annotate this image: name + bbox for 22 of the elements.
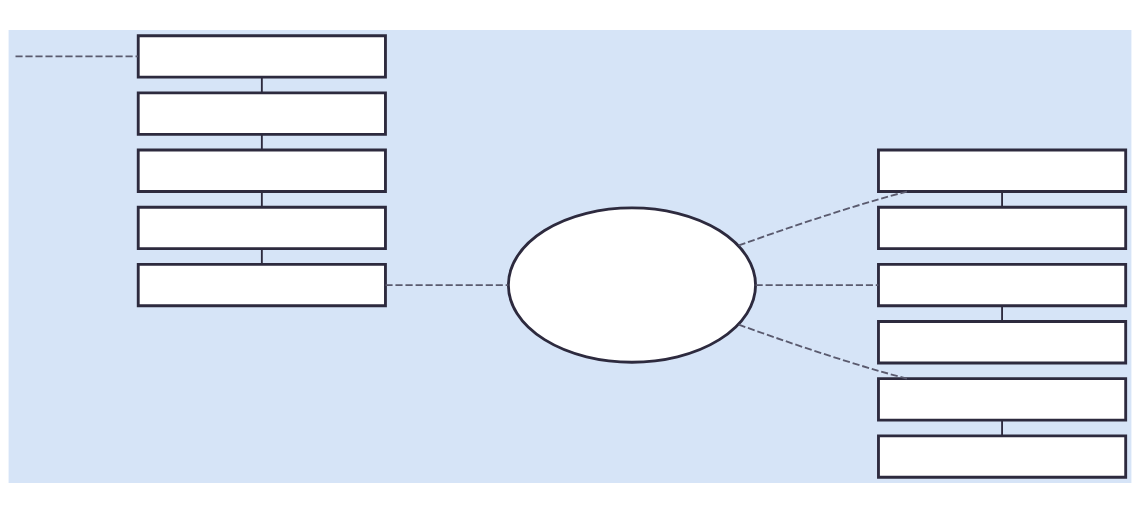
node-box: [877, 434, 1128, 479]
connector: [754, 284, 880, 286]
connector: [1001, 190, 1003, 208]
connector: [260, 76, 263, 94]
connector: [14, 55, 139, 58]
connector: [1001, 419, 1003, 437]
node-box: [877, 377, 1128, 422]
node-box: [877, 148, 1128, 193]
node-box: [877, 320, 1128, 365]
connector: [260, 190, 263, 208]
connector: [260, 247, 263, 265]
node-cloud: [506, 206, 757, 364]
node-box: [136, 91, 387, 136]
node-box: [136, 205, 387, 251]
node-box: [877, 205, 1128, 251]
node-box: [136, 262, 387, 308]
node-box: [136, 148, 387, 193]
connector: [260, 133, 263, 151]
node-box: [877, 262, 1128, 308]
connector: [1001, 305, 1003, 323]
node-box: [136, 34, 387, 79]
connector: [384, 284, 510, 286]
